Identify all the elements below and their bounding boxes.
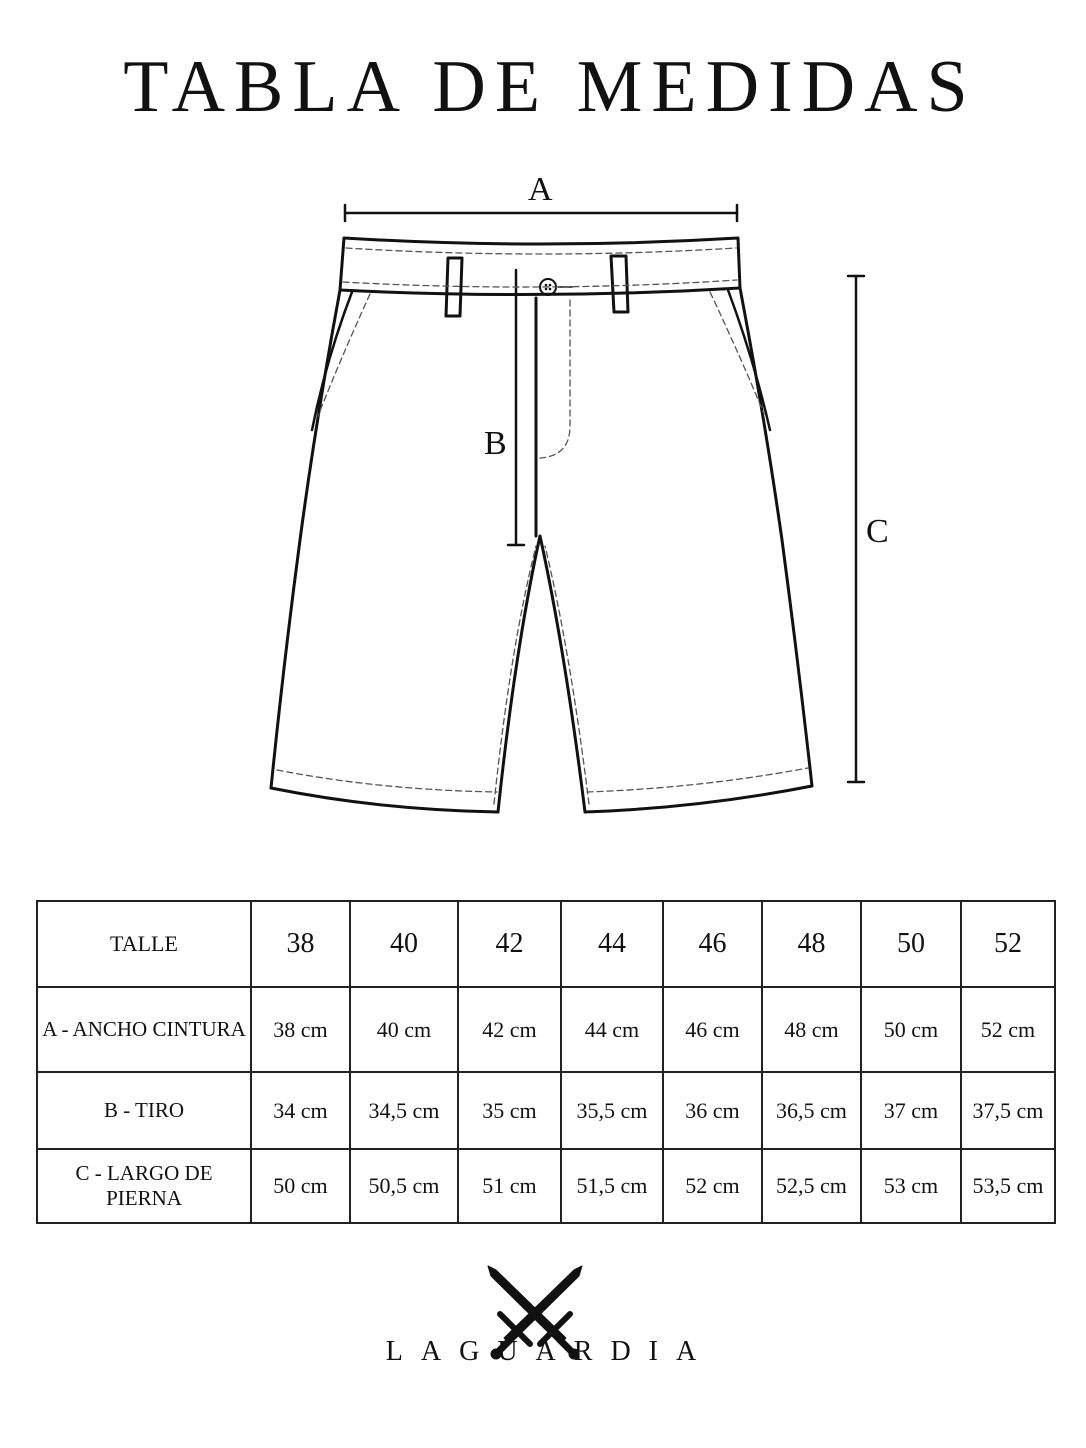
table-row: A - ANCHO CINTURA 38 cm 40 cm 42 cm 44 c… <box>36 986 1056 1073</box>
table-cell: 36,5 cm <box>761 1071 862 1150</box>
table-cell: 51,5 cm <box>560 1148 664 1224</box>
table-cell: 48 cm <box>761 986 862 1073</box>
table-cell: 44 cm <box>560 986 664 1073</box>
table-cell: 50 cm <box>250 1148 351 1224</box>
shorts-outline <box>269 236 814 814</box>
table-cell: 50,5 cm <box>349 1148 459 1224</box>
size-header-cell: 50 <box>860 900 962 988</box>
table-cell: 52 cm <box>662 1148 763 1224</box>
table-cell: 53 cm <box>860 1148 962 1224</box>
table-cell: 42 cm <box>457 986 562 1073</box>
measure-b-line <box>506 268 526 547</box>
shorts-diagram <box>269 203 866 814</box>
table-cell: 53,5 cm <box>960 1148 1056 1224</box>
table-cell: 52 cm <box>960 986 1056 1073</box>
measure-c-label: C <box>866 513 889 550</box>
measure-c-line <box>846 274 866 784</box>
table-cell: 36 cm <box>662 1071 763 1150</box>
table-cell: 34,5 cm <box>349 1071 459 1150</box>
table-cell: 37,5 cm <box>960 1071 1056 1150</box>
table-cell: 35 cm <box>457 1071 562 1150</box>
row-label: A - ANCHO CINTURA <box>36 986 252 1073</box>
table-cell: 50 cm <box>860 986 962 1073</box>
row-label: C - LARGO DE PIERNA <box>36 1148 252 1224</box>
brand-name: LAGUARDIA <box>385 1336 715 1367</box>
table-cell: 46 cm <box>662 986 763 1073</box>
row-label: B - TIRO <box>36 1071 252 1150</box>
size-table: TALLE 38 40 42 44 46 48 50 52 A - ANCHO … <box>36 900 1056 1224</box>
table-header-row: TALLE 38 40 42 44 46 48 50 52 <box>36 900 1056 988</box>
table-cell: 52,5 cm <box>761 1148 862 1224</box>
table-cell: 37 cm <box>860 1071 962 1150</box>
table-cell: 40 cm <box>349 986 459 1073</box>
table-cell: 51 cm <box>457 1148 562 1224</box>
measure-a-label: A <box>528 171 553 208</box>
measure-b-label: B <box>484 425 507 462</box>
size-header-cell: 40 <box>349 900 459 988</box>
size-header-cell: 38 <box>250 900 351 988</box>
page-title: TABLA DE MEDIDAS <box>123 46 977 128</box>
size-header-label: TALLE <box>36 900 252 988</box>
size-header-cell: 52 <box>960 900 1056 988</box>
table-row: B - TIRO 34 cm 34,5 cm 35 cm 35,5 cm 36 … <box>36 1071 1056 1150</box>
size-header-cell: 44 <box>560 900 664 988</box>
table-row: C - LARGO DE PIERNA 50 cm 50,5 cm 51 cm … <box>36 1148 1056 1224</box>
table-cell: 35,5 cm <box>560 1071 664 1150</box>
stitching <box>276 247 809 805</box>
size-header-cell: 46 <box>662 900 763 988</box>
table-cell: 34 cm <box>250 1071 351 1150</box>
size-header-cell: 48 <box>761 900 862 988</box>
measure-a-line <box>343 203 739 223</box>
size-header-cell: 42 <box>457 900 562 988</box>
table-cell: 38 cm <box>250 986 351 1073</box>
pockets <box>310 288 772 432</box>
